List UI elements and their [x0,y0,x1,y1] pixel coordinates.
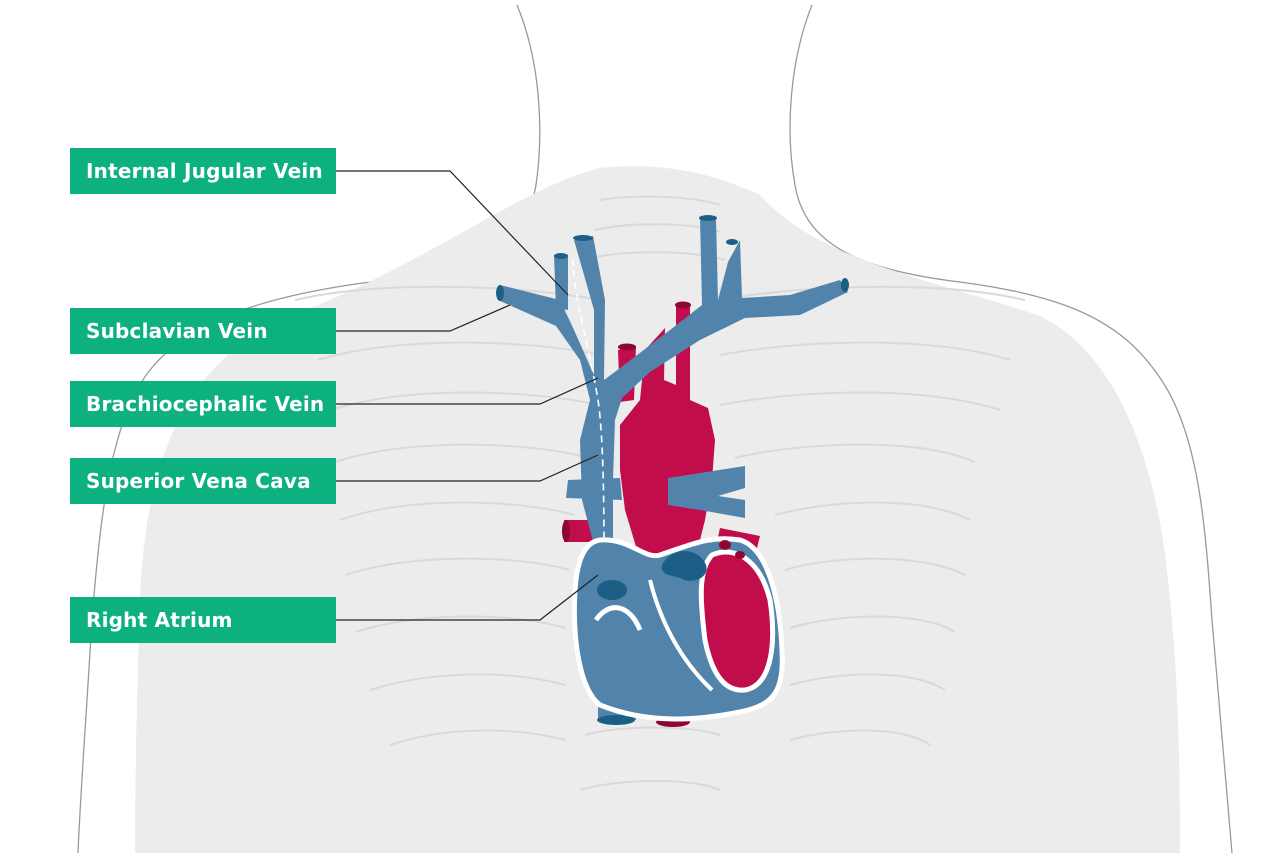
label-right-atrium: Right Atrium [70,597,336,643]
leader-brachiocephalic-vein [336,377,599,405]
leader-right-atrium [336,574,599,621]
veins [496,215,849,725]
label-brachiocephalic-vein: Brachiocephalic Vein [70,381,336,427]
label-subclavian-vein: Subclavian Vein [70,308,336,354]
heart [571,536,785,722]
leader-internal-jugular-vein [336,170,569,296]
leader-lines [336,170,599,621]
label-internal-jugular-vein: Internal Jugular Vein [70,148,336,194]
leader-superior-vena-cava [336,454,599,482]
label-superior-vena-cava: Superior Vena Cava [70,458,336,504]
leader-subclavian-vein [336,304,511,332]
